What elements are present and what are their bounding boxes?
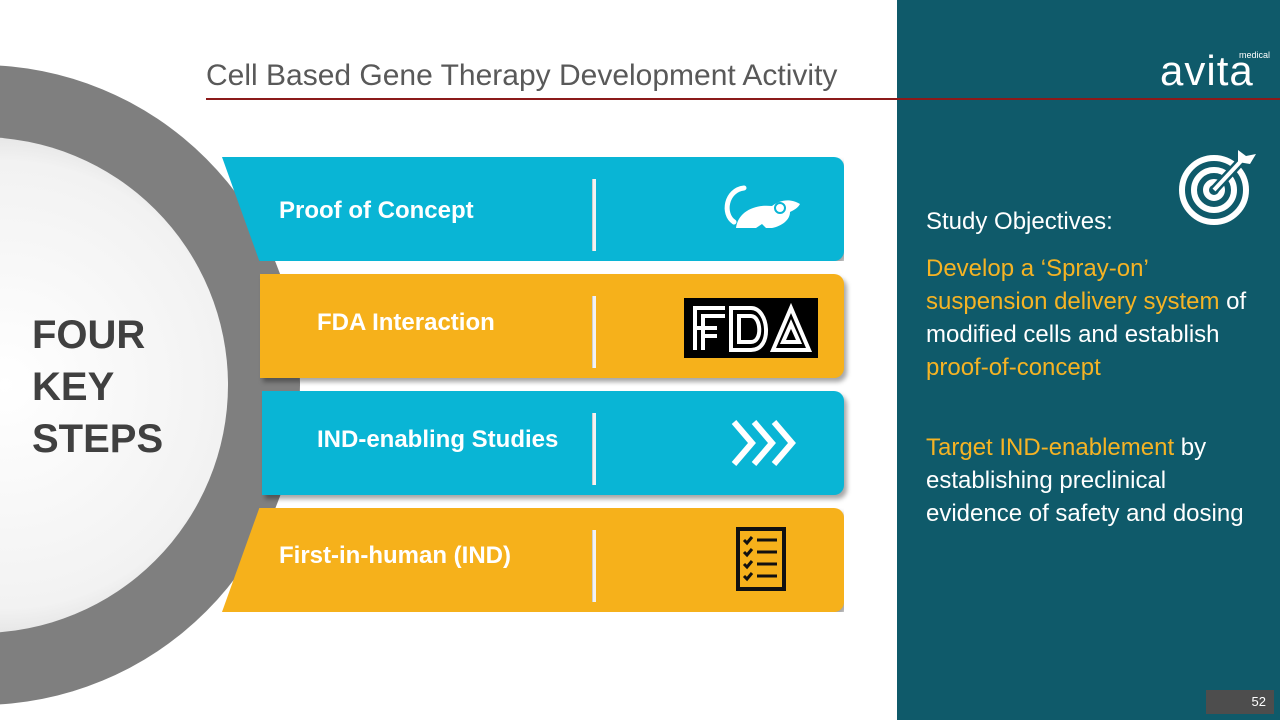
step-ind-enabling-studies [262,391,844,495]
step-first-in-human [222,508,844,612]
step-divider [592,413,596,485]
checklist-icon [736,527,786,591]
step-divider [592,296,596,368]
chevrons-right-icon [731,420,796,466]
logo-word: avita [1160,47,1254,94]
center-line-2: KEY [32,365,115,409]
target-icon [1179,150,1256,225]
objective-1-highlight: Develop a ‘Spray-on’ suspension delivery… [926,255,1220,315]
mouse-icon [724,185,800,228]
inner-circle [0,137,228,633]
objectives-panel [897,0,1280,720]
objectives-heading: Study Objectives: [926,208,1113,235]
logo-superscript: medical [1238,50,1270,60]
step-label: Proof of Concept [279,197,474,224]
step-proof-of-concept [222,157,844,261]
center-line-3: STEPS [32,417,164,461]
objective-2: Target IND-enablement by establishing pr… [926,431,1266,530]
step-label: First-in-human (IND) [279,542,511,569]
objective-2-highlight: Target IND-enablement [926,434,1175,461]
objective-1: Develop a ‘Spray-on’ suspension delivery… [926,252,1266,384]
four-key-steps-label: FOUR KEY STEPS [32,309,163,465]
objective-1-text: of modified cells and establish [926,288,1247,348]
title-rule [206,98,1280,100]
fda-logo [684,298,818,358]
page-title: Cell Based Gene Therapy Development Acti… [206,59,838,92]
fda-logo-letters [693,302,813,352]
step-label: FDA Interaction [317,309,495,336]
objective-1-highlight-2: proof-of-concept [926,354,1101,381]
step-divider [592,179,596,251]
objective-2-text: by establishing preclinical evidence of … [926,434,1244,527]
center-line-1: FOUR [32,313,146,357]
avita-logo: avita medical [1160,48,1272,94]
page-number: 52 [1251,694,1266,709]
page-number-box: 52 [1206,690,1274,714]
step-divider [592,530,596,602]
step-label: IND-enabling Studies [317,426,559,453]
